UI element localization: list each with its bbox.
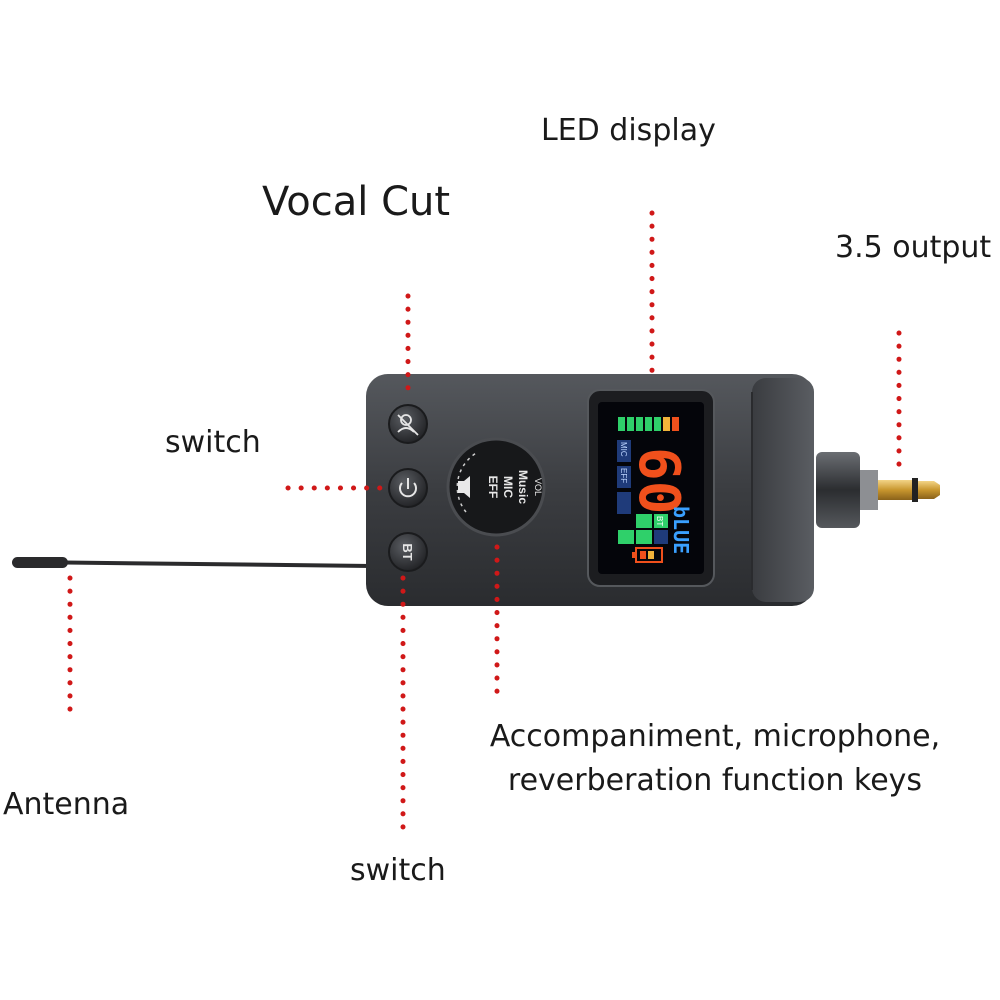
function-keys-label: Accompaniment, microphone, reverberation… [470, 715, 960, 803]
knob-label-vol: VOL [533, 478, 543, 496]
bt-button-label: BT [400, 543, 415, 560]
power-button[interactable] [388, 468, 428, 508]
bt-button[interactable]: BT [388, 532, 428, 572]
knob-speaker-icon [458, 476, 470, 498]
vocal-cut-button[interactable] [388, 404, 428, 444]
lcd-tag-bt: BT [655, 516, 664, 526]
output-label: 3.5 output [835, 230, 992, 265]
knob-label-mic: MIC [501, 476, 515, 498]
switch-label-left: switch [165, 425, 261, 460]
lcd-number: 60 [626, 447, 691, 514]
function-keys-label-line2: reverberation function keys [507, 763, 923, 798]
knob-label-eff: EFF [486, 476, 500, 499]
switch-label-bottom: switch [350, 853, 446, 888]
audio-jack [816, 452, 940, 528]
lcd-battery-icon [632, 547, 663, 563]
lcd-tags: MIC EFF BT [617, 440, 668, 544]
callout-lines [67, 210, 902, 831]
led-display: 60 MIC EFF BT bLUE [587, 389, 715, 587]
led-display-label: LED display [541, 113, 716, 148]
function-keys-label-line1: Accompaniment, microphone, [489, 719, 941, 754]
function-knob[interactable]: VOL Music MIC EFF [446, 437, 546, 537]
power-icon [399, 478, 417, 498]
vocal-cut-icon [397, 414, 419, 436]
vocal-cut-label: Vocal Cut [262, 179, 451, 225]
lcd-mode: bLUE [669, 506, 693, 554]
lcd-tag-mic: MIC [619, 442, 628, 457]
lcd-tag-eff: EFF [619, 468, 628, 483]
knob-label-music: Music [516, 470, 530, 504]
antenna [12, 557, 374, 568]
lcd-level-meter [618, 417, 679, 431]
antenna-label: Antenna [3, 787, 130, 822]
